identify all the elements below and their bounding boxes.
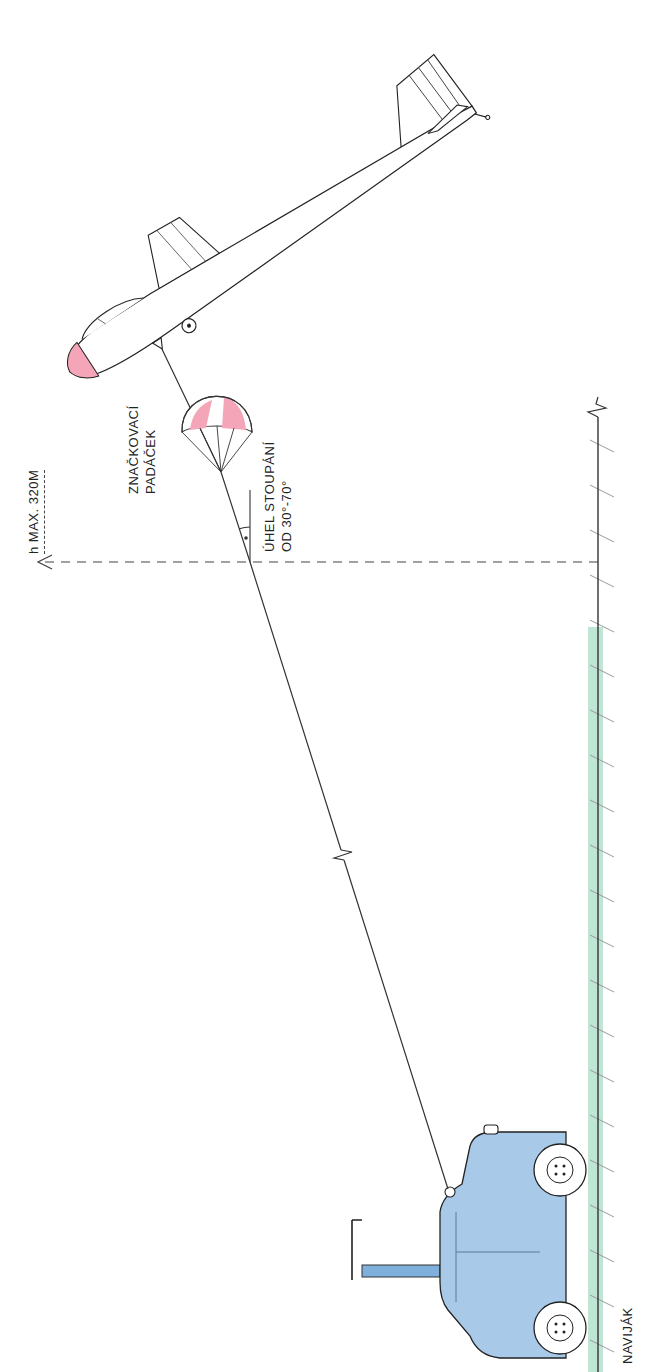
tow-cable xyxy=(160,345,448,1189)
winch-car xyxy=(352,1125,586,1358)
height-label: h MAX. 320M xyxy=(26,470,45,554)
ground-hatching xyxy=(590,440,614,1352)
grass-band xyxy=(588,627,603,1372)
height-line xyxy=(44,561,598,562)
marker-parachute xyxy=(182,396,252,472)
horizontal-reference xyxy=(249,490,250,562)
glider xyxy=(31,44,500,399)
ground-break xyxy=(588,397,606,417)
angle-label: ÚHEL STOUPÁNÍ OD 30°-70° xyxy=(262,422,296,552)
angle-arc xyxy=(239,527,250,529)
winch-label: NAVIJÁK xyxy=(620,1307,637,1364)
angle-dot xyxy=(244,536,248,540)
cable-break xyxy=(334,850,352,860)
parachute-label: ZNAČKOVACÍ PADÁČEK xyxy=(126,394,160,494)
ground-line xyxy=(597,417,598,1372)
height-arrow xyxy=(38,555,52,569)
